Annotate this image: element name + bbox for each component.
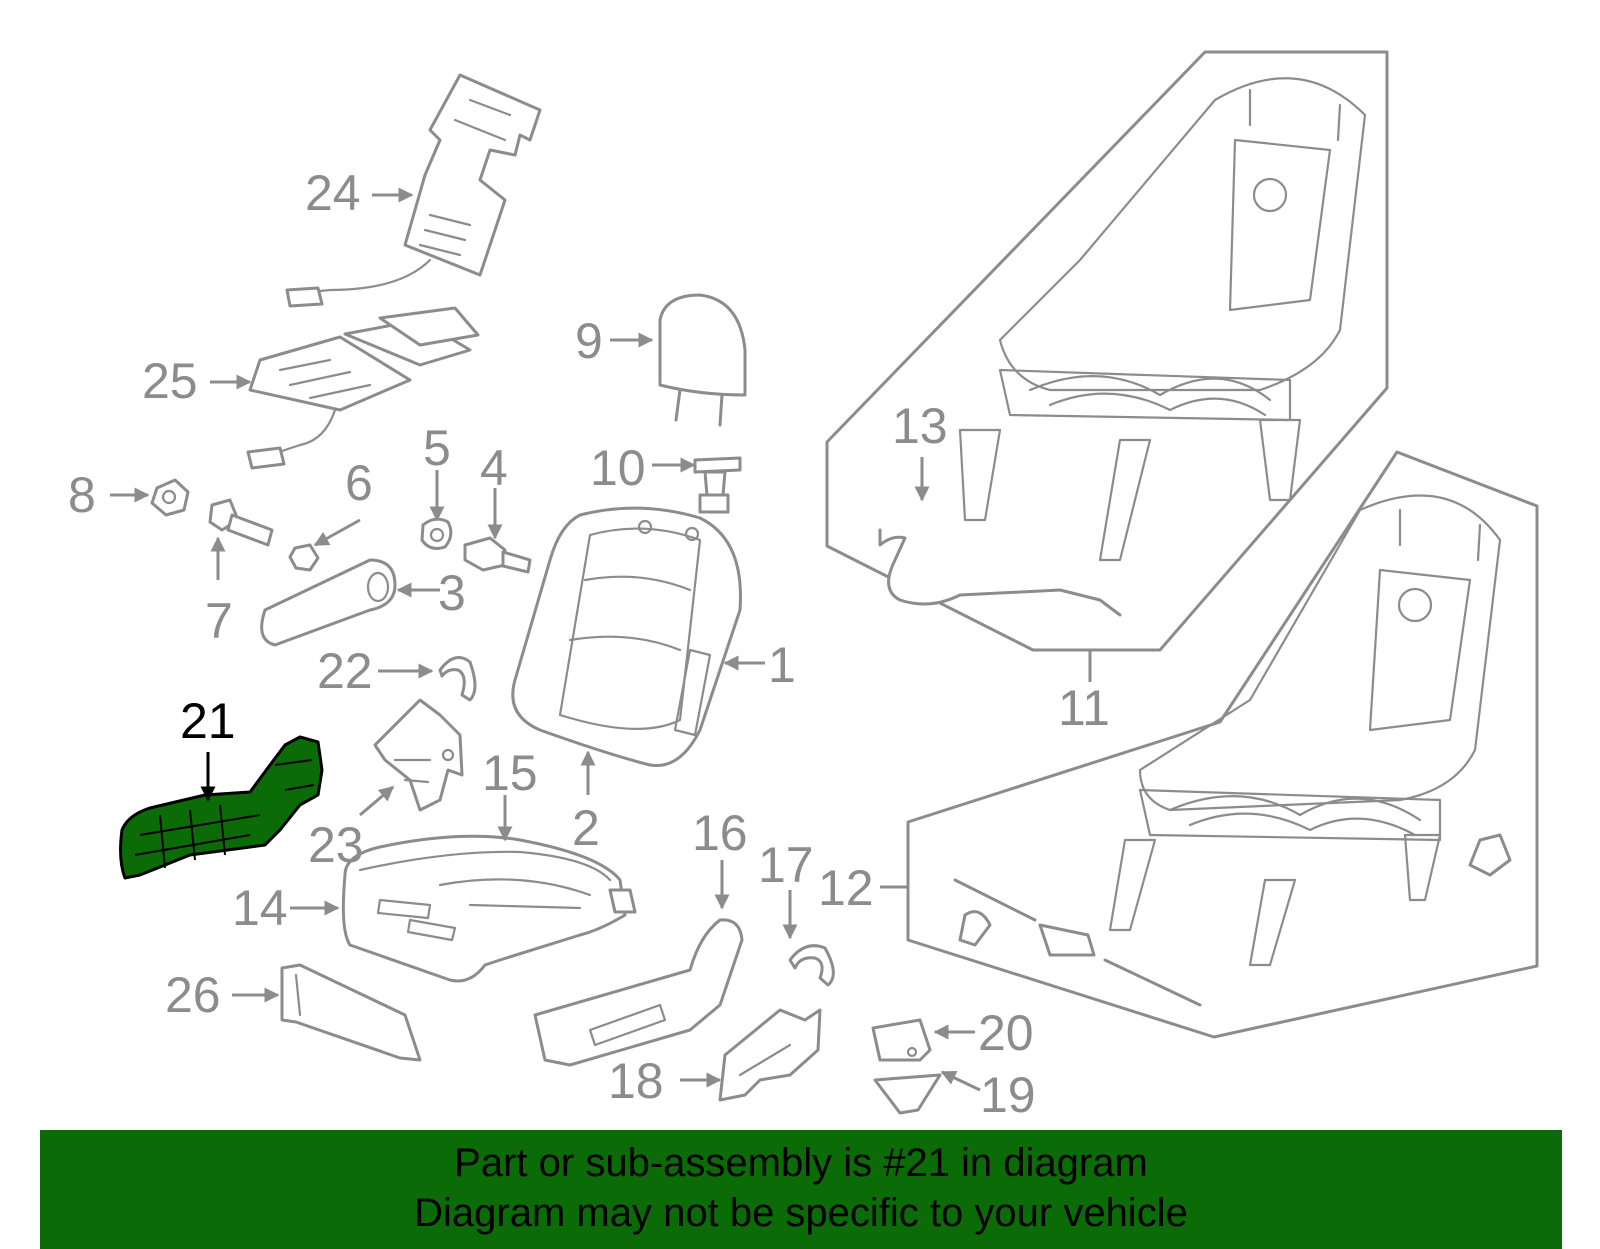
nut-5 [420, 517, 453, 550]
nut-8 [150, 478, 190, 517]
callout-21: 21 [180, 693, 236, 749]
callout-9: 9 [575, 313, 603, 369]
nut-6 [288, 543, 320, 572]
callout-22: 22 [317, 643, 373, 699]
callout-6: 6 [345, 455, 373, 511]
callout-17: 17 [758, 837, 814, 893]
banner-line-1: Part or sub-assembly is #21 in diagram [454, 1141, 1148, 1185]
callout-24: 24 [305, 165, 361, 221]
seat-frame-assembly-11 [825, 50, 1389, 682]
callout-11: 11 [1058, 680, 1110, 736]
clip-17 [788, 944, 835, 987]
seat-cushion-14 [341, 834, 637, 983]
cover-19 [873, 1073, 942, 1115]
callout-7: 7 [205, 593, 233, 649]
callout-4: 4 [480, 440, 508, 496]
callout-20: 20 [978, 1005, 1034, 1061]
callout-1: 1 [768, 637, 796, 693]
seat-parts-diagram: 1 2 3 4 5 6 7 8 9 10 11 12 13 14 15 16 1… [68, 50, 1539, 1123]
cover-clip-22 [438, 656, 477, 702]
callout-14: 14 [232, 880, 288, 936]
heater-pad-25 [246, 306, 480, 470]
callout-2: 2 [572, 800, 600, 856]
callout-25: 25 [142, 353, 198, 409]
headrest-9 [658, 293, 747, 427]
callout-18: 18 [608, 1053, 664, 1109]
callout-23: 23 [308, 817, 364, 873]
callout-8: 8 [68, 467, 96, 523]
seat-frame-assembly-12 [880, 450, 1539, 1039]
fasteners [150, 478, 532, 574]
armrest-3 [260, 558, 397, 647]
callout-26: 26 [165, 967, 221, 1023]
headrest-guide-10 [693, 456, 742, 514]
callout-10: 10 [590, 440, 646, 496]
banner-line-2: Diagram may not be specific to your vehi… [414, 1191, 1188, 1235]
bolt-4 [463, 536, 507, 572]
callout-12: 12 [818, 860, 874, 916]
callout-13: 13 [892, 398, 948, 454]
callout-5: 5 [423, 420, 451, 476]
info-banner: Part or sub-assembly is #21 in diagram D… [40, 1130, 1562, 1249]
callout-16: 16 [692, 805, 748, 861]
seat-trim-21-highlighted [119, 735, 324, 880]
side-cover-16 [533, 918, 744, 1067]
bracket-18 [718, 1008, 822, 1102]
callout-15: 15 [482, 745, 538, 801]
seat-back-cover-1 [511, 506, 742, 768]
leader-lines [110, 187, 981, 1092]
bracket-23 [373, 698, 464, 812]
callout-labels: 1 2 3 4 5 6 7 8 9 10 11 12 13 14 15 16 1… [68, 165, 1110, 1123]
heater-pad-24 [285, 73, 542, 308]
callout-19: 19 [980, 1067, 1036, 1123]
cap-20 [871, 1018, 932, 1062]
trim-26 [280, 963, 422, 1062]
callout-3: 3 [438, 565, 466, 621]
nut-8-center [161, 489, 177, 505]
